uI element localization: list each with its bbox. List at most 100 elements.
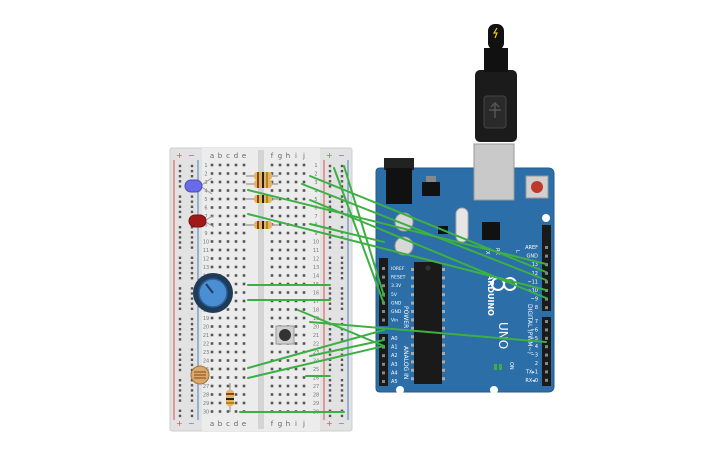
potentiometer[interactable] — [193, 273, 233, 313]
rail-hole[interactable] — [340, 384, 344, 387]
breadboard-hole[interactable] — [286, 248, 290, 252]
rail-hole[interactable] — [190, 246, 194, 249]
breadboard-hole[interactable] — [242, 197, 246, 201]
breadboard-hole[interactable] — [242, 376, 246, 379]
breadboard-hole[interactable] — [294, 376, 298, 379]
rail-hole[interactable] — [190, 210, 194, 214]
rail-hole[interactable] — [178, 185, 182, 188]
breadboard-hole[interactable] — [234, 214, 238, 218]
breadboard-hole[interactable] — [226, 359, 230, 362]
breadboard-hole[interactable] — [242, 163, 246, 167]
breadboard-hole[interactable] — [242, 291, 246, 294]
breadboard-hole[interactable] — [286, 257, 290, 260]
breadboard-hole[interactable] — [242, 223, 246, 226]
header-pin[interactable] — [545, 320, 548, 323]
breadboard-hole[interactable] — [286, 291, 290, 294]
breadboard-hole[interactable] — [226, 316, 230, 320]
rail-hole[interactable] — [328, 185, 332, 188]
rail-hole[interactable] — [340, 363, 344, 367]
breadboard-hole[interactable] — [294, 257, 298, 260]
rail-hole[interactable] — [178, 226, 182, 229]
breadboard-hole[interactable] — [226, 384, 230, 388]
rail-hole[interactable] — [178, 175, 182, 178]
breadboard-hole[interactable] — [210, 197, 214, 201]
rail-hole[interactable] — [190, 164, 194, 168]
breadboard-hole[interactable] — [294, 393, 298, 396]
pushbutton[interactable] — [275, 325, 295, 345]
rail-hole[interactable] — [340, 399, 344, 402]
breadboard-hole[interactable] — [218, 367, 222, 371]
breadboard-hole[interactable] — [226, 206, 230, 209]
rail-hole[interactable] — [328, 358, 332, 361]
breadboard-hole[interactable] — [226, 274, 230, 277]
breadboard-hole[interactable] — [286, 359, 290, 362]
rail-hole[interactable] — [178, 353, 182, 356]
rail-hole[interactable] — [190, 338, 194, 341]
wire[interactable] — [309, 339, 385, 357]
header-pin[interactable] — [545, 306, 548, 310]
breadboard-hole[interactable] — [226, 376, 230, 379]
rail-hole[interactable] — [190, 271, 194, 275]
breadboard-hole[interactable] — [210, 180, 214, 184]
breadboard-hole[interactable] — [302, 172, 306, 175]
header-pin[interactable] — [545, 353, 548, 357]
rail-hole[interactable] — [328, 205, 332, 208]
rail-hole[interactable] — [178, 414, 182, 418]
breadboard-hole[interactable] — [294, 172, 298, 175]
breadboard-hole[interactable] — [218, 189, 222, 192]
red-led[interactable] — [188, 214, 215, 228]
breadboard-hole[interactable] — [234, 206, 238, 209]
breadboard-hole[interactable] — [270, 316, 274, 320]
rail-hole[interactable] — [340, 215, 344, 219]
breadboard-hole[interactable] — [226, 189, 230, 192]
rail-hole[interactable] — [190, 409, 194, 412]
header-pin[interactable] — [382, 267, 385, 270]
breadboard-hole[interactable] — [234, 359, 238, 362]
breadboard-hole[interactable] — [294, 240, 298, 243]
breadboard-hole[interactable] — [218, 206, 222, 209]
breadboard-hole[interactable] — [242, 393, 246, 396]
breadboard-hole[interactable] — [302, 393, 306, 396]
wire[interactable] — [309, 175, 547, 273]
rail-hole[interactable] — [178, 205, 182, 208]
breadboard-hole[interactable] — [302, 265, 306, 269]
breadboard-hole[interactable] — [286, 376, 290, 379]
breadboard-hole[interactable] — [234, 291, 238, 294]
breadboard-hole[interactable] — [242, 350, 246, 354]
breadboard-hole[interactable] — [286, 163, 290, 167]
breadboard-hole[interactable] — [270, 350, 274, 354]
rail-hole[interactable] — [340, 287, 344, 290]
breadboard-hole[interactable] — [242, 240, 246, 243]
header-pin[interactable] — [382, 284, 385, 288]
breadboard-hole[interactable] — [270, 393, 274, 396]
breadboard-hole[interactable] — [210, 376, 214, 379]
rail-hole[interactable] — [328, 261, 332, 265]
rail-hole[interactable] — [178, 399, 182, 402]
breadboard-hole[interactable] — [278, 206, 282, 209]
breadboard-hole[interactable] — [294, 274, 298, 277]
rail-hole[interactable] — [328, 287, 332, 290]
rail-hole[interactable] — [190, 241, 194, 244]
rail-hole[interactable] — [178, 256, 182, 259]
rail-hole[interactable] — [340, 266, 344, 270]
breadboard-hole[interactable] — [234, 393, 238, 396]
breadboard-hole[interactable] — [270, 172, 274, 175]
rail-hole[interactable] — [328, 164, 332, 168]
rail-hole[interactable] — [190, 363, 194, 367]
rail-hole[interactable] — [190, 399, 194, 402]
header-pin[interactable] — [382, 380, 385, 383]
breadboard-hole[interactable] — [294, 163, 298, 167]
breadboard-hole[interactable] — [218, 376, 222, 379]
wire[interactable] — [301, 183, 547, 281]
breadboard-hole[interactable] — [218, 401, 222, 405]
breadboard-hole[interactable] — [226, 180, 230, 184]
breadboard-hole[interactable] — [270, 206, 274, 209]
breadboard-hole[interactable] — [278, 401, 282, 405]
breadboard-hole[interactable] — [218, 410, 222, 413]
rail-hole[interactable] — [328, 175, 332, 178]
rail-hole[interactable] — [178, 363, 182, 367]
rail-hole[interactable] — [178, 236, 182, 239]
rail-hole[interactable] — [178, 368, 182, 372]
digital-header-high[interactable] — [542, 225, 551, 311]
rail-hole[interactable] — [328, 414, 332, 418]
